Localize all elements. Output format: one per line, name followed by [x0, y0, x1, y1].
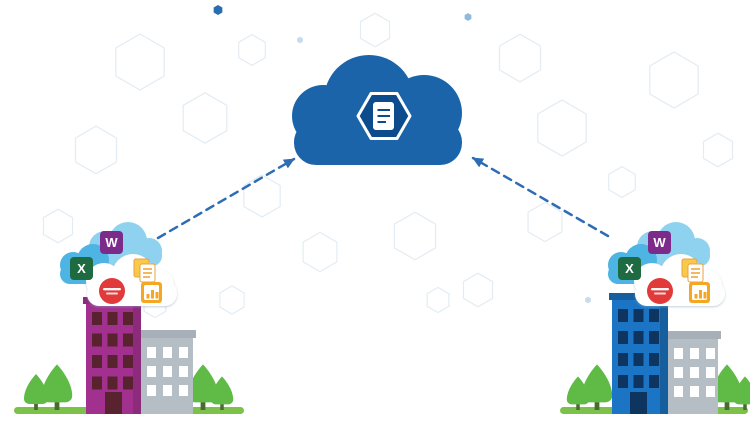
- hexagon-decoration: [219, 285, 245, 315]
- secondary-windows: [147, 347, 189, 397]
- hexagon-decoration: [43, 208, 73, 244]
- hexagon-decoration: [393, 211, 437, 261]
- main-building-right: [609, 293, 671, 414]
- hexagon-decoration: [74, 125, 118, 175]
- building-door: [105, 392, 122, 414]
- hexagon-decoration: [537, 99, 587, 157]
- hexagon-decoration: [463, 272, 493, 308]
- hexagon-decoration: [498, 33, 542, 83]
- secondary-windows: [674, 348, 716, 398]
- hexagon-decoration: [302, 231, 338, 273]
- hexagon-decoration: [115, 33, 165, 91]
- tree-icon: [41, 364, 73, 410]
- document-hexagon-icon: [356, 92, 412, 140]
- sync-arrows: [156, 156, 610, 240]
- hexagon-accent: [297, 36, 303, 44]
- office-scene-right: [560, 293, 750, 414]
- document-text-lines: [377, 109, 390, 123]
- building-windows: [618, 309, 659, 393]
- hexagon-accent: [213, 4, 223, 16]
- secondary-roof: [665, 331, 721, 339]
- hexagon-decoration: [182, 92, 228, 144]
- building-shade: [660, 300, 668, 414]
- secondary-roof: [138, 330, 196, 338]
- hexagon-decoration: [703, 132, 733, 168]
- building-door: [630, 392, 647, 414]
- hexagon-accent: [464, 13, 472, 21]
- hexagon-decoration: [527, 201, 563, 243]
- hexagon-decoration: [649, 51, 699, 109]
- hexagon-accent: [585, 296, 591, 304]
- central-cloud: [292, 55, 462, 165]
- building-shade: [133, 304, 141, 414]
- building-windows: [92, 312, 133, 394]
- hexagon-decoration: [608, 166, 636, 198]
- office-scene-left: [14, 297, 244, 414]
- secondary-building-right: [665, 331, 721, 414]
- main-building-left: [83, 297, 144, 414]
- upload-arrow-left: [156, 157, 296, 240]
- upload-arrow-right: [471, 156, 610, 238]
- hexagon-decoration: [360, 12, 390, 48]
- hexagon-decoration: [426, 287, 450, 313]
- secondary-building-left: [138, 330, 196, 414]
- hexagon-decoration: [243, 174, 281, 218]
- app-clouds-left: [60, 222, 177, 306]
- hexagon-decoration: [238, 34, 266, 66]
